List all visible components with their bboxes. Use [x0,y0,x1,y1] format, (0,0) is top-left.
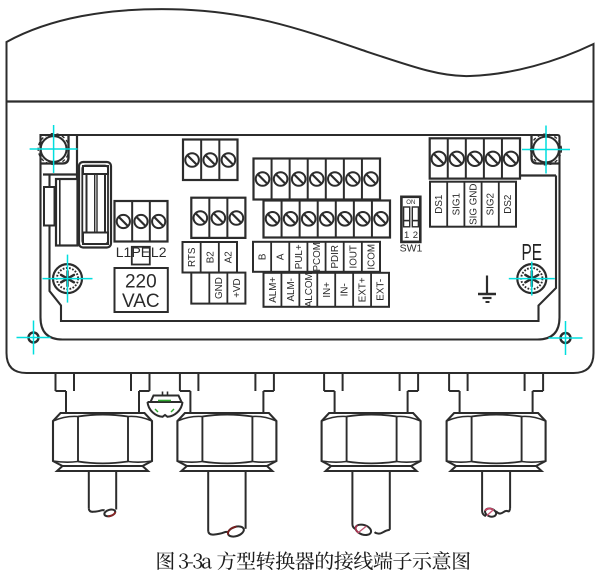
svg-text:PCOM: PCOM [312,242,323,271]
svg-text:+VD: +VD [232,278,243,297]
svg-text:IOUT: IOUT [348,245,359,268]
svg-text:B: B [258,253,269,260]
svg-text:ICOM: ICOM [366,244,377,270]
svg-text:PUL+: PUL+ [294,244,305,269]
svg-text:2: 2 [413,230,418,241]
svg-text:IN-: IN- [340,283,351,296]
svg-text:PE: PE [131,244,150,260]
svg-text:L1: L1 [116,244,132,260]
svg-text:220: 220 [125,272,157,293]
svg-text:A2: A2 [223,251,234,263]
svg-text:1: 1 [404,230,409,241]
svg-text:SIG2: SIG2 [486,193,497,215]
svg-text:RTS: RTS [187,247,198,267]
svg-text:PDIR: PDIR [330,245,341,268]
svg-text:EXT-: EXT- [376,279,387,301]
svg-text:EXT+: EXT+ [358,277,369,302]
svg-text:SIG1: SIG1 [451,193,462,215]
svg-text:ON: ON [406,200,415,206]
svg-text:ALM+: ALM+ [268,277,279,303]
svg-text:SIG GND: SIG GND [469,184,480,225]
svg-text:GND: GND [214,277,225,299]
svg-text:SW1: SW1 [400,243,423,255]
svg-text:VAC: VAC [122,291,160,312]
svg-text:PE: PE [522,239,543,265]
svg-text:ALCOM: ALCOM [304,272,315,307]
svg-text:DS2: DS2 [503,195,514,214]
svg-text:DS1: DS1 [434,195,445,214]
svg-text:L2: L2 [151,244,167,260]
svg-text:IN+: IN+ [322,282,333,298]
svg-text:B2: B2 [205,251,216,263]
svg-text:A: A [276,253,287,260]
svg-text:ALM-: ALM- [286,278,297,301]
